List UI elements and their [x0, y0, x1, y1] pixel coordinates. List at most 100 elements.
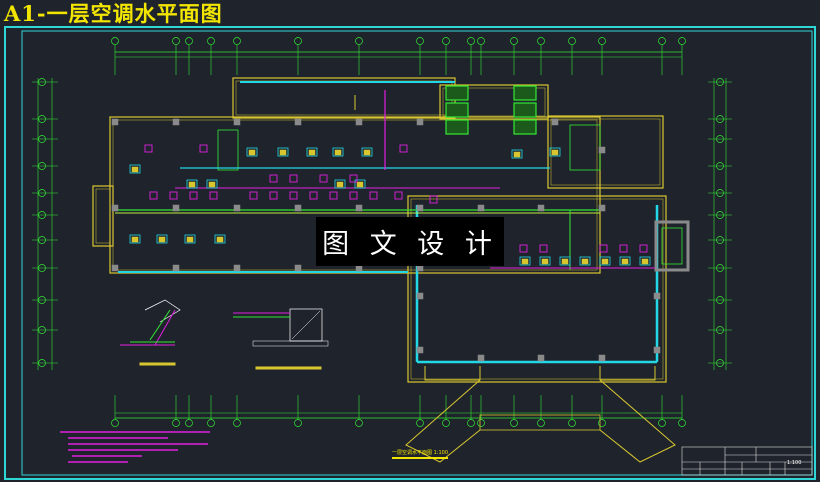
axis-bubble	[355, 37, 363, 45]
air-outlet	[539, 244, 548, 253]
wall-inner	[442, 87, 546, 117]
detail-caption-bar	[139, 362, 176, 366]
axis-bubble	[477, 37, 485, 45]
air-outlet	[429, 195, 438, 204]
axis-bubble	[510, 419, 518, 427]
air-outlet	[249, 191, 258, 200]
axis-bubble	[598, 419, 606, 427]
detail-drawings	[120, 299, 329, 370]
fan-coil-unit-body	[541, 258, 549, 265]
elevator	[445, 119, 469, 135]
axis-bubble	[207, 419, 215, 427]
air-outlet	[199, 144, 208, 153]
column	[416, 204, 424, 212]
fan-coil-unit-body	[601, 258, 609, 265]
wall-outline	[407, 195, 667, 383]
air-outlet	[319, 174, 328, 183]
elevator	[445, 85, 469, 101]
air-outlet	[369, 191, 378, 200]
fan-coil-unit-body	[363, 149, 371, 156]
fan-coil-unit-body	[188, 181, 196, 188]
axis-bubble	[172, 419, 180, 427]
fan-coil-unit	[539, 256, 551, 266]
column	[537, 204, 545, 212]
air-outlet	[269, 174, 278, 183]
axis-bubble	[598, 37, 606, 45]
air-outlet	[519, 244, 528, 253]
detail-pipe	[149, 309, 171, 341]
axis-bubble	[568, 37, 576, 45]
fan-coil-unit	[599, 256, 611, 266]
axis-bubble	[678, 37, 686, 45]
fan-coil-unit-body	[208, 181, 216, 188]
axis-bubble	[355, 419, 363, 427]
axis-bubble	[658, 419, 666, 427]
elevator	[513, 102, 537, 118]
fan-coil-unit-body	[521, 258, 529, 265]
column	[172, 204, 180, 212]
fan-coil-unit	[354, 179, 366, 189]
fan-coil-unit	[214, 234, 226, 244]
air-outlet	[399, 144, 408, 153]
stair	[661, 227, 683, 265]
axis-bubble	[442, 419, 450, 427]
wall-outline	[439, 84, 549, 120]
air-outlet	[269, 191, 278, 200]
axis-bubble	[568, 419, 576, 427]
fan-coil-unit	[156, 234, 168, 244]
steps	[479, 414, 601, 431]
axis-bubble	[510, 37, 518, 45]
fan-coil-unit-body	[158, 236, 166, 243]
wall-outline	[232, 77, 456, 119]
fan-coil-unit-body	[131, 236, 139, 243]
detail-caption-bar	[255, 366, 322, 370]
fan-coil-unit	[129, 234, 141, 244]
fan-coil-unit	[184, 234, 196, 244]
fan-coil-unit-body	[186, 236, 194, 243]
air-outlet	[144, 144, 153, 153]
scale-label: 1:100	[787, 460, 802, 466]
entrance-step	[424, 366, 481, 381]
detail-base	[252, 340, 329, 347]
column	[653, 292, 661, 300]
column	[416, 292, 424, 300]
wall-outline	[92, 185, 114, 247]
axis-bubble	[207, 37, 215, 45]
axis-bubble	[678, 419, 686, 427]
column	[111, 264, 119, 272]
fan-coil-unit-body	[551, 149, 559, 156]
fan-coil-unit	[332, 147, 344, 157]
fan-coil-unit	[206, 179, 218, 189]
column	[294, 118, 302, 126]
air-outlet	[189, 191, 198, 200]
fan-coil-unit-body	[641, 258, 649, 265]
air-outlet	[169, 191, 178, 200]
detail-pipe	[154, 309, 176, 346]
fan-coil-unit	[306, 147, 318, 157]
air-outlet	[309, 191, 318, 200]
axis-bubble	[185, 419, 193, 427]
air-outlet	[619, 244, 628, 253]
axis-bubble	[477, 419, 485, 427]
axis-bubble	[467, 419, 475, 427]
column	[477, 354, 485, 362]
elevator	[513, 85, 537, 101]
detail-unit	[144, 299, 181, 323]
fan-coil-unit-body	[581, 258, 589, 265]
fan-coil-unit	[639, 256, 651, 266]
axis-bubble	[111, 37, 119, 45]
axis-bubble	[537, 419, 545, 427]
fan-coil-unit	[549, 147, 561, 157]
column	[416, 346, 424, 354]
entrance-ramp	[405, 379, 481, 463]
column	[355, 118, 363, 126]
column	[233, 118, 241, 126]
column	[111, 118, 119, 126]
wall-inner	[550, 118, 661, 186]
fan-coil-unit	[246, 147, 258, 157]
column	[294, 204, 302, 212]
fan-coil-unit	[559, 256, 571, 266]
column	[111, 204, 119, 212]
fan-coil-unit	[579, 256, 591, 266]
